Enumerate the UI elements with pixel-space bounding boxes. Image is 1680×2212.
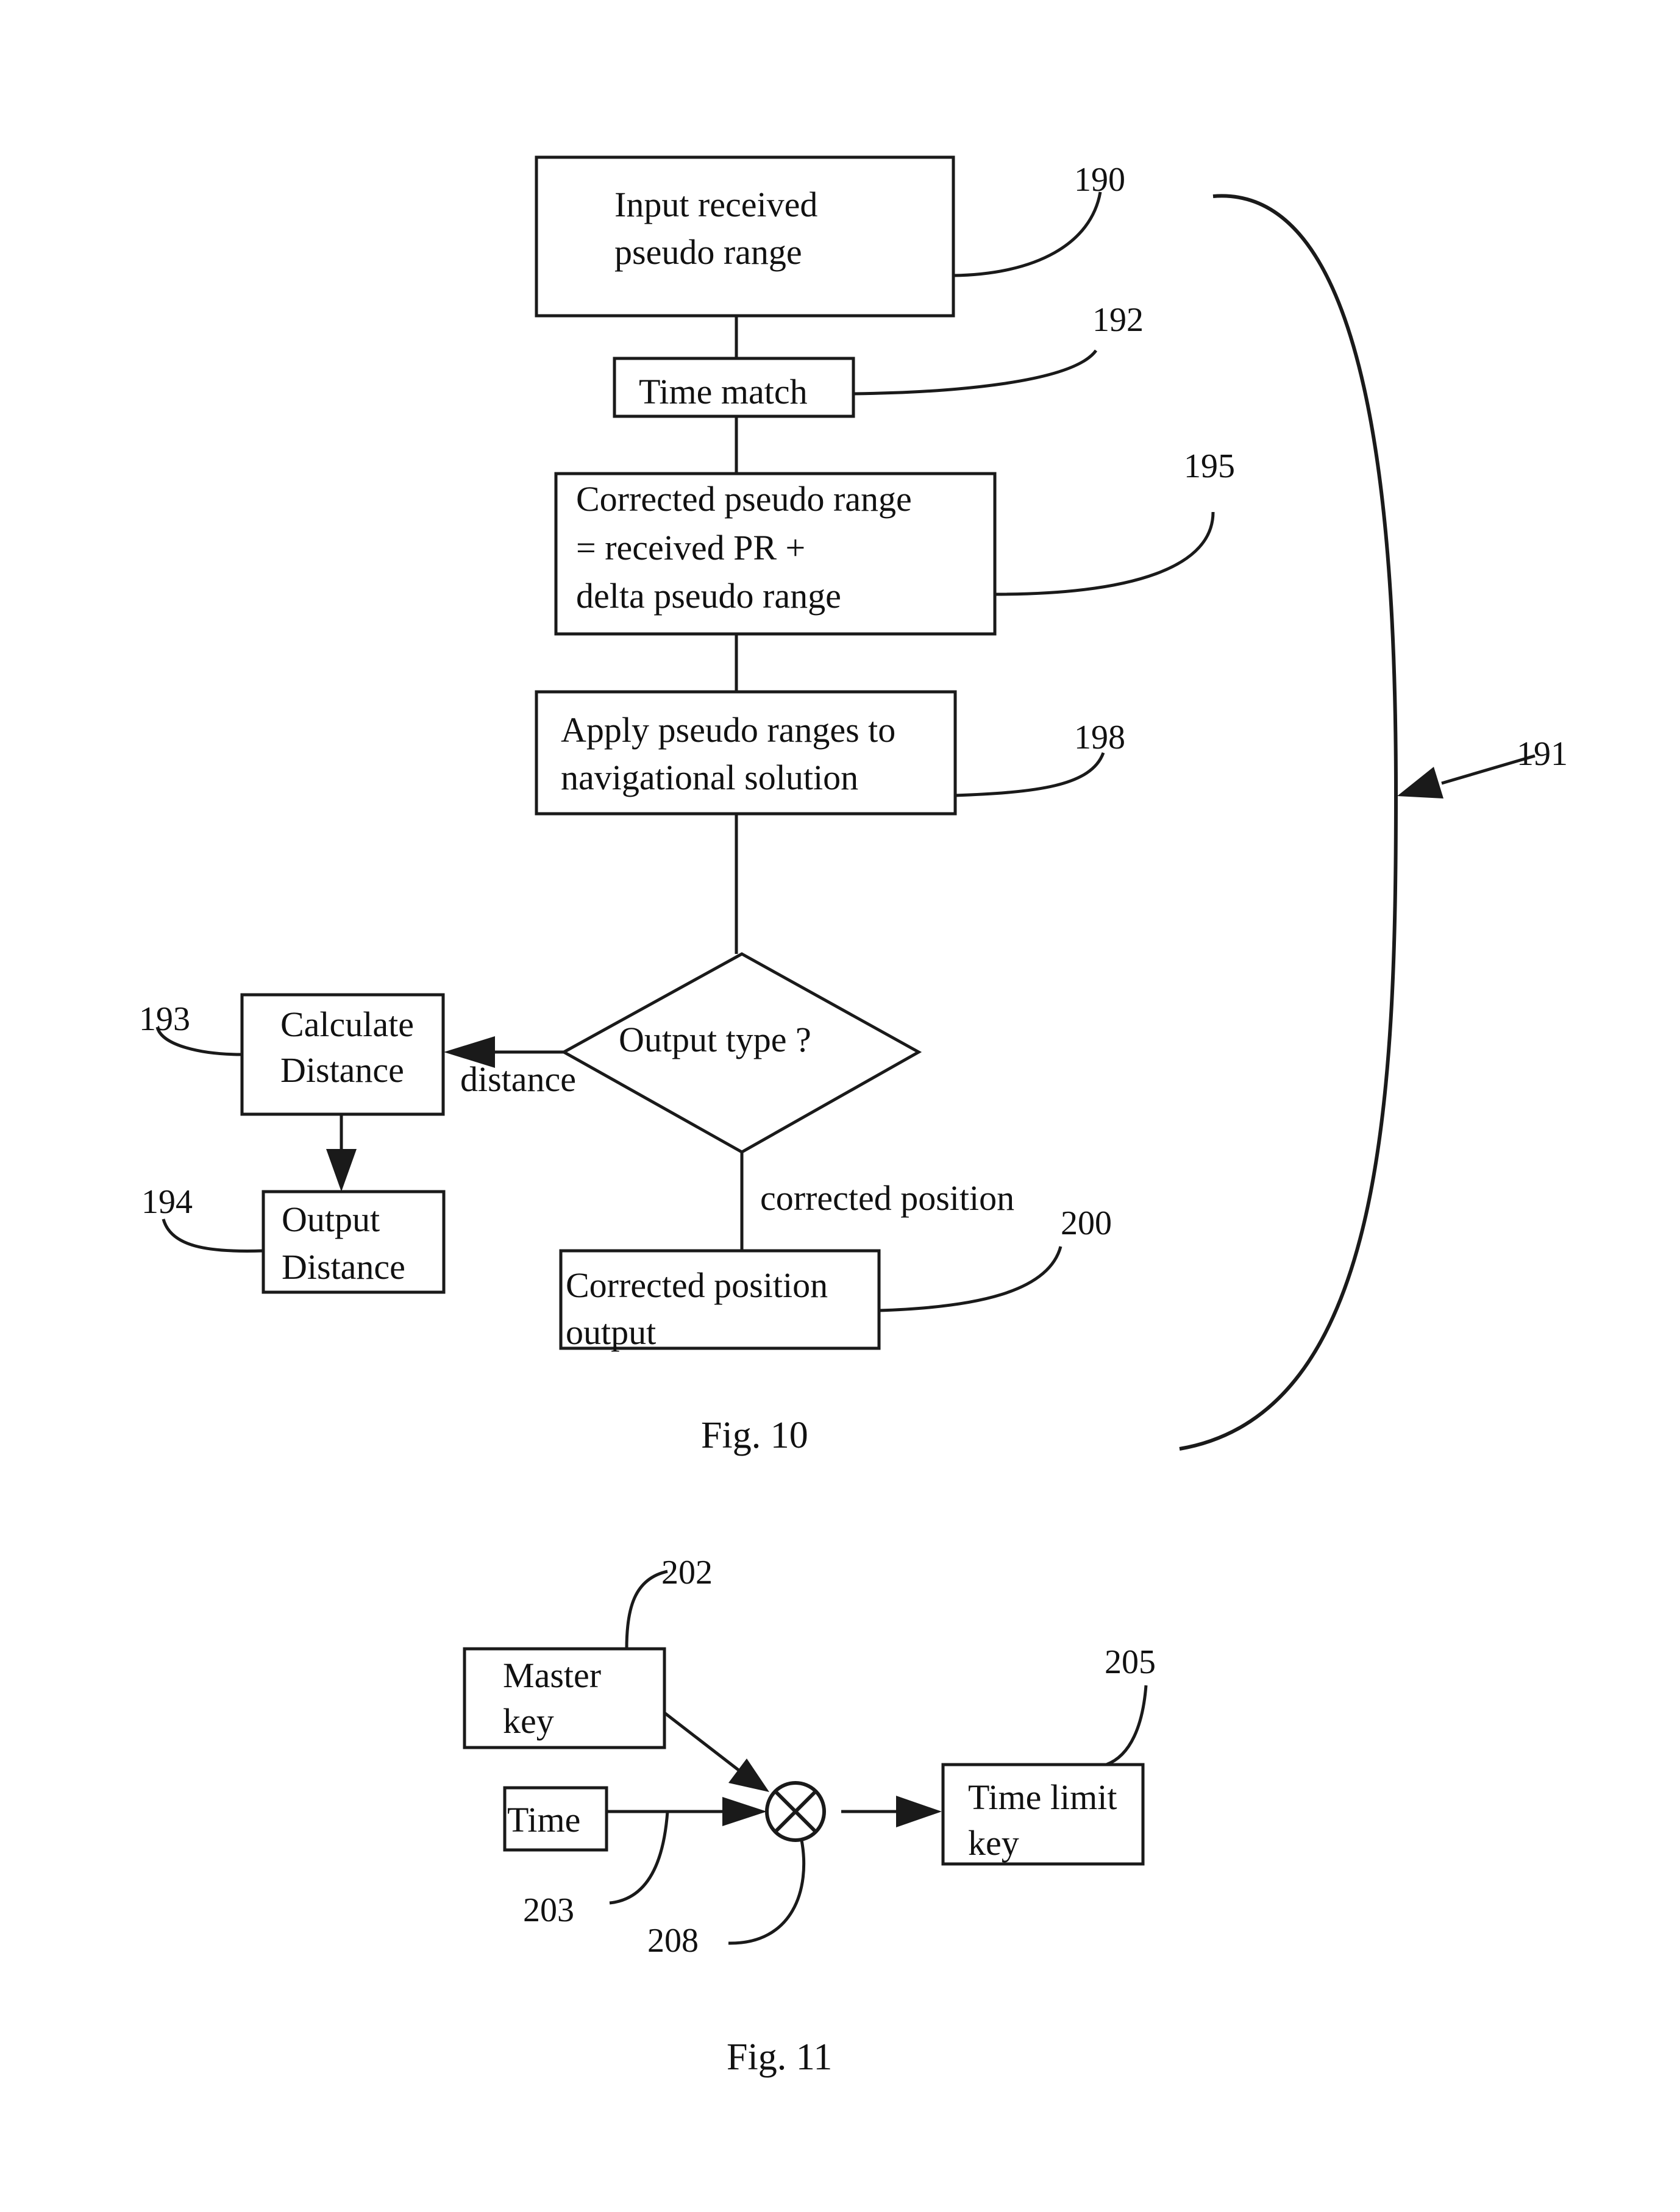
ref-205: 205 <box>1105 1643 1156 1681</box>
fig10-caption: Fig. 10 <box>701 1415 808 1456</box>
leader-194 <box>163 1219 263 1251</box>
time-limit-key-line1: Time limit <box>968 1777 1117 1817</box>
time-limit-key-line2: key <box>968 1823 1019 1863</box>
master-key-line1: Master <box>503 1655 601 1695</box>
leader-208 <box>728 1840 804 1943</box>
input-pseudo-range-line2: pseudo range <box>614 232 802 272</box>
corrected-pr-line3: delta pseudo range <box>576 576 841 616</box>
edge-masterkey-to-combiner <box>664 1713 745 1775</box>
output-distance-line2: Distance <box>282 1247 405 1287</box>
ref-194: 194 <box>141 1183 193 1221</box>
time-label: Time <box>507 1800 580 1840</box>
leader-190 <box>953 192 1100 276</box>
output-type-label: Output type ? <box>619 1020 811 1059</box>
ref-193: 193 <box>139 1000 190 1038</box>
corrected-pos-line2: output <box>566 1312 656 1352</box>
ref-202: 202 <box>661 1554 713 1591</box>
corrected-pos-line1: Corrected position <box>566 1265 828 1305</box>
leader-205 <box>1106 1685 1146 1765</box>
calc-distance-line1: Calculate <box>280 1005 414 1044</box>
bracket-191 <box>1180 196 1396 1449</box>
arrowhead-masterkey <box>728 1759 769 1792</box>
apply-pr-line1: Apply pseudo ranges to <box>561 710 895 750</box>
corrected-pr-line1: Corrected pseudo range <box>576 479 912 519</box>
arrowhead-timelimit <box>896 1796 942 1827</box>
ref-198: 198 <box>1074 719 1125 756</box>
figure-11: Master key 202 Time 203 208 Time limit k… <box>464 1554 1156 2078</box>
output-distance-line1: Output <box>282 1200 380 1239</box>
ref-208: 208 <box>647 1922 699 1960</box>
leader-198 <box>955 753 1103 795</box>
figure-10: Input received pseudo range 190 Time mat… <box>139 157 1568 1456</box>
leader-192 <box>853 350 1096 394</box>
ref-192: 192 <box>1092 301 1144 339</box>
apply-pr-line2: navigational solution <box>561 758 858 797</box>
master-key-line2: key <box>503 1701 554 1741</box>
edge-label-distance: distance <box>460 1059 576 1099</box>
arrowhead-191 <box>1397 767 1443 798</box>
edge-label-corrected-position: corrected position <box>760 1178 1014 1218</box>
time-match-label: Time match <box>639 372 808 411</box>
ref-200: 200 <box>1061 1204 1112 1242</box>
ref-191: 191 <box>1517 735 1568 773</box>
fig11-caption: Fig. 11 <box>727 2036 832 2078</box>
ref-190: 190 <box>1074 161 1125 199</box>
ref-195: 195 <box>1184 447 1235 485</box>
arrowhead-to-output <box>326 1149 357 1192</box>
leader-200 <box>879 1246 1061 1310</box>
corrected-pr-line2: = received PR + <box>576 528 805 567</box>
ref-203: 203 <box>523 1891 574 1929</box>
calc-distance-line2: Distance <box>280 1050 404 1090</box>
input-pseudo-range-line1: Input received <box>614 185 817 224</box>
leader-195 <box>995 512 1213 594</box>
leader-203 <box>610 1812 667 1903</box>
arrowhead-time <box>722 1797 767 1826</box>
